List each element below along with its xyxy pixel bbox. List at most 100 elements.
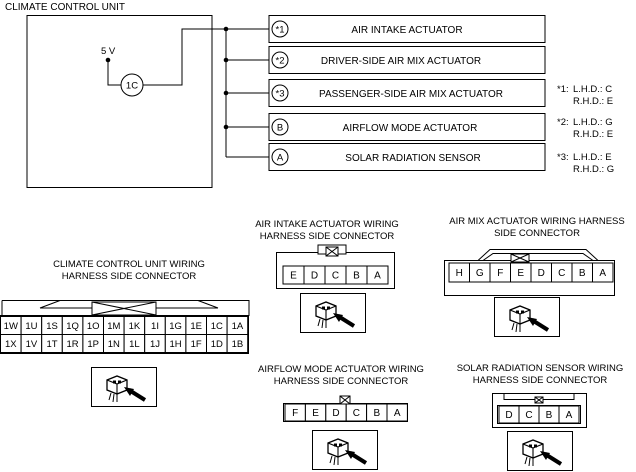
component-mark: B [277, 123, 283, 134]
note-mark: *3: [557, 152, 569, 163]
connector-title: AIR INTAKE ACTUATOR WIRING [255, 219, 399, 230]
pin-label: 1N [108, 339, 120, 350]
component-mark: *1 [276, 25, 285, 36]
pin-label: B [373, 408, 380, 419]
pin-label: E [312, 408, 319, 419]
component-air-intake: *1 AIR INTAKE ACTUATOR [268, 15, 546, 43]
view-direction-icon [312, 430, 378, 470]
pin-label: A [374, 271, 381, 282]
component-passenger-air-mix: *3 PASSENGER-SIDE AIR MIX ACTUATOR [268, 79, 546, 107]
pin-label: 1B [232, 339, 244, 350]
climate-control-unit: CLIMATE CONTROL UNIT 5 V 1C [5, 2, 213, 188]
pin-label: E [290, 271, 297, 282]
pin-cell [386, 403, 408, 422]
unit-box [26, 15, 213, 188]
view-direction-icon [507, 431, 573, 471]
component-mark: *2 [276, 56, 285, 67]
connector-title: HARNESS SIDE CONNECTOR [62, 271, 197, 282]
ccu-connector: CLIMATE CONTROL UNIT WIRING HARNESS SIDE… [0, 259, 250, 407]
pin-cell [366, 265, 389, 285]
pin-label: 1H [170, 339, 182, 350]
pin-label: D [505, 410, 512, 421]
connector-title: CLIMATE CONTROL UNIT WIRING [53, 259, 205, 270]
pin-label: 1T [46, 339, 57, 350]
pin-label: D [311, 271, 318, 282]
pin-label: F [497, 268, 503, 279]
voltage-label: 5 V [101, 46, 116, 57]
view-direction-icon [300, 293, 366, 333]
component-label: DRIVER-SIDE AIR MIX ACTUATOR [321, 56, 481, 67]
pin-label: 1R [67, 339, 79, 350]
pin-label: 1F [191, 339, 202, 350]
pin-label: C [558, 268, 565, 279]
pin-label: 1V [26, 339, 38, 350]
connector-title: AIR MIX ACTUATOR WIRING HARNESS [449, 216, 624, 227]
pin-label: 1U [25, 321, 37, 332]
note-lhd: L.H.D.: C [573, 84, 612, 95]
component-label: PASSENGER-SIDE AIR MIX ACTUATOR [319, 89, 503, 100]
connector-title: HARNESS SIDE CONNECTOR [473, 375, 608, 386]
component-mark: *3 [276, 89, 285, 100]
pin-label: 1J [150, 339, 160, 350]
voltage-wire [107, 60, 121, 86]
note-mark: *2: [557, 117, 569, 128]
component-label: SOLAR RADIATION SENSOR [345, 153, 480, 164]
pin-label: 1E [190, 321, 202, 332]
pin-label: 1A [232, 321, 244, 332]
note-rhd: R.H.D.: E [573, 96, 613, 107]
component-airflow-mode: B AIRFLOW MODE ACTUATOR [268, 113, 546, 141]
notes: *1: L.H.D.: C R.H.D.: E *2: L.H.D.: G R.… [557, 84, 614, 175]
component-label: AIR INTAKE ACTUATOR [351, 25, 462, 36]
pin-label: C [332, 271, 339, 282]
note-lhd: L.H.D.: E [573, 152, 612, 163]
connector-title: SOLAR RADIATION SENSOR WIRING [457, 363, 624, 374]
view-direction-icon [494, 297, 560, 337]
pin-label: F [292, 408, 298, 419]
pin-label: B [579, 268, 586, 279]
pin-label: C [525, 410, 532, 421]
pin-label: B [546, 410, 553, 421]
pin-label: 1M [107, 321, 120, 332]
bus-wiring [143, 26, 269, 158]
note-mark: *1: [557, 84, 569, 95]
unit-title: CLIMATE CONTROL UNIT [5, 2, 125, 13]
pin-label: 1O [87, 321, 100, 332]
component-mark: A [277, 153, 284, 164]
note-lhd: L.H.D.: G [573, 117, 613, 128]
terminal-label: 1C [126, 81, 138, 92]
pin-label: 1X [5, 339, 17, 350]
pin-label: G [476, 268, 484, 279]
pin-label: E [517, 268, 524, 279]
pin-label: 1D [211, 339, 223, 350]
pin-cell [226, 334, 249, 353]
air-intake-connector: AIR INTAKE ACTUATOR WIRING HARNESS SIDE … [255, 219, 399, 333]
pin-label: 1G [169, 321, 182, 332]
component-label: AIRFLOW MODE ACTUATOR [343, 123, 478, 134]
pin-label: A [599, 268, 606, 279]
pin-label: 1L [129, 339, 140, 350]
pin-label: A [566, 410, 573, 421]
pin-label: 1K [129, 321, 141, 332]
pin-label: 1Q [66, 321, 79, 332]
pin-label: A [394, 408, 401, 419]
view-direction-icon [91, 367, 157, 407]
pin-cell [592, 262, 614, 283]
pin-label: D [332, 408, 339, 419]
pin-label: 1I [151, 321, 159, 332]
airflow-connector: AIRFLOW MODE ACTUATOR WIRING HARNESS SID… [258, 364, 424, 470]
pin-label: 1W [4, 321, 18, 332]
pin-label: 1P [87, 339, 99, 350]
connector-title: AIRFLOW MODE ACTUATOR WIRING [258, 364, 424, 375]
pin-label: 1C [211, 321, 223, 332]
air-mix-connector: AIR MIX ACTUATOR WIRING HARNESS SIDE CON… [444, 216, 625, 337]
pin-label: C [353, 408, 360, 419]
connector-title: SIDE CONNECTOR [494, 228, 580, 239]
connector-title: HARNESS SIDE CONNECTOR [274, 376, 409, 387]
component-driver-air-mix: *2 DRIVER-SIDE AIR MIX ACTUATOR [268, 46, 546, 74]
